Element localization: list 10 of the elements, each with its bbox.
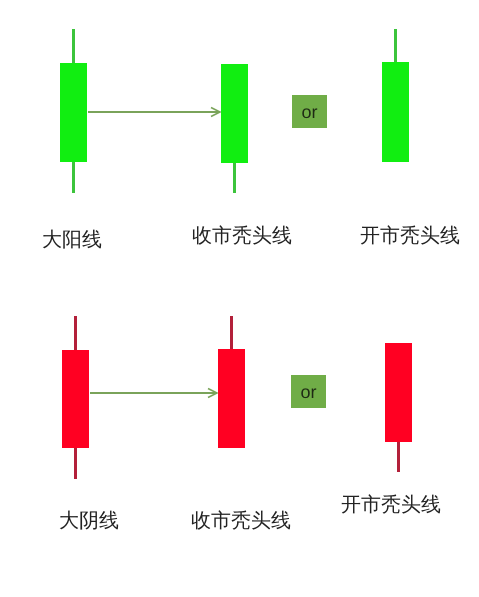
alternative-tag: or [291, 375, 326, 408]
candle-caption: 收市秃头线 [191, 510, 291, 532]
arrow [88, 106, 221, 118]
candle-caption: 开市秃头线 [360, 225, 460, 247]
arrow [90, 388, 218, 398]
candle-caption: 开市秃头线 [341, 494, 441, 516]
candle-caption: 大阳线 [42, 229, 102, 251]
candle-caption: 收市秃头线 [192, 225, 292, 247]
candle-caption: 大阴线 [59, 510, 119, 532]
alternative-tag: or [292, 95, 327, 128]
